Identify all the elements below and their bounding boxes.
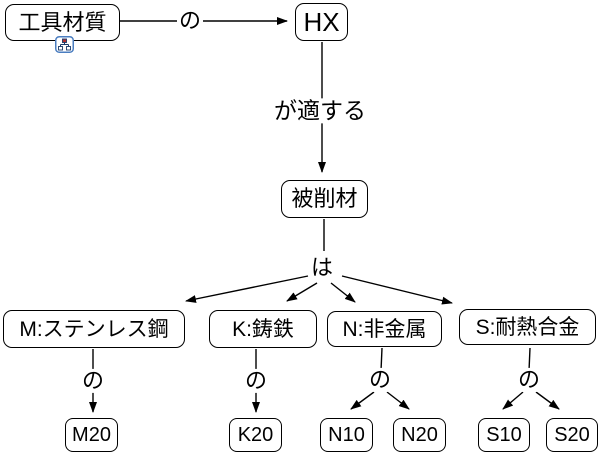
node-group-m-stainless[interactable]: M:ステンレス鋼 bbox=[3, 310, 185, 348]
node-hx[interactable]: HX bbox=[295, 3, 348, 41]
node-group-n-nonmetal[interactable]: N:非金属 bbox=[327, 311, 442, 347]
edge-wa-to-n bbox=[330, 282, 356, 303]
node-s10[interactable]: S10 bbox=[478, 418, 530, 452]
org-chart-icon[interactable] bbox=[55, 36, 74, 53]
edge-label-no-n[interactable]: の bbox=[366, 366, 394, 393]
node-k20[interactable]: K20 bbox=[229, 418, 282, 452]
node-s20[interactable]: S20 bbox=[546, 418, 598, 452]
edge-label-no-s[interactable]: の bbox=[515, 366, 543, 393]
edge-wa-to-m bbox=[185, 275, 309, 303]
edge-n-to-n10 bbox=[350, 391, 375, 410]
node-n10[interactable]: N10 bbox=[320, 418, 373, 452]
edge-label-wa[interactable]: は bbox=[308, 254, 336, 281]
edge-wa-to-k bbox=[286, 282, 318, 302]
edge-s-to-s10 bbox=[502, 391, 524, 410]
edge-n-to-n20 bbox=[386, 391, 410, 410]
edge-label-ga-tekisuru[interactable]: が適する bbox=[272, 97, 368, 124]
node-group-s-heat-alloy[interactable]: S:耐熱合金 bbox=[459, 309, 596, 345]
edge-label-no-top[interactable]: の bbox=[176, 7, 204, 34]
node-group-k-cast-iron[interactable]: K:鋳鉄 bbox=[209, 310, 317, 348]
edge-label-no-m[interactable]: の bbox=[79, 367, 107, 394]
edge-s-to-s20 bbox=[535, 391, 560, 410]
node-tool-material[interactable]: 工具材質 bbox=[5, 4, 120, 41]
node-m20[interactable]: M20 bbox=[65, 418, 118, 452]
edge-wa-to-s bbox=[341, 275, 453, 305]
edge-s-stem bbox=[528, 347, 531, 372]
edge-label-no-k[interactable]: の bbox=[242, 367, 270, 394]
edge-n-stem bbox=[380, 347, 383, 372]
node-n20[interactable]: N20 bbox=[393, 418, 446, 452]
node-workpiece[interactable]: 被削材 bbox=[281, 180, 368, 218]
